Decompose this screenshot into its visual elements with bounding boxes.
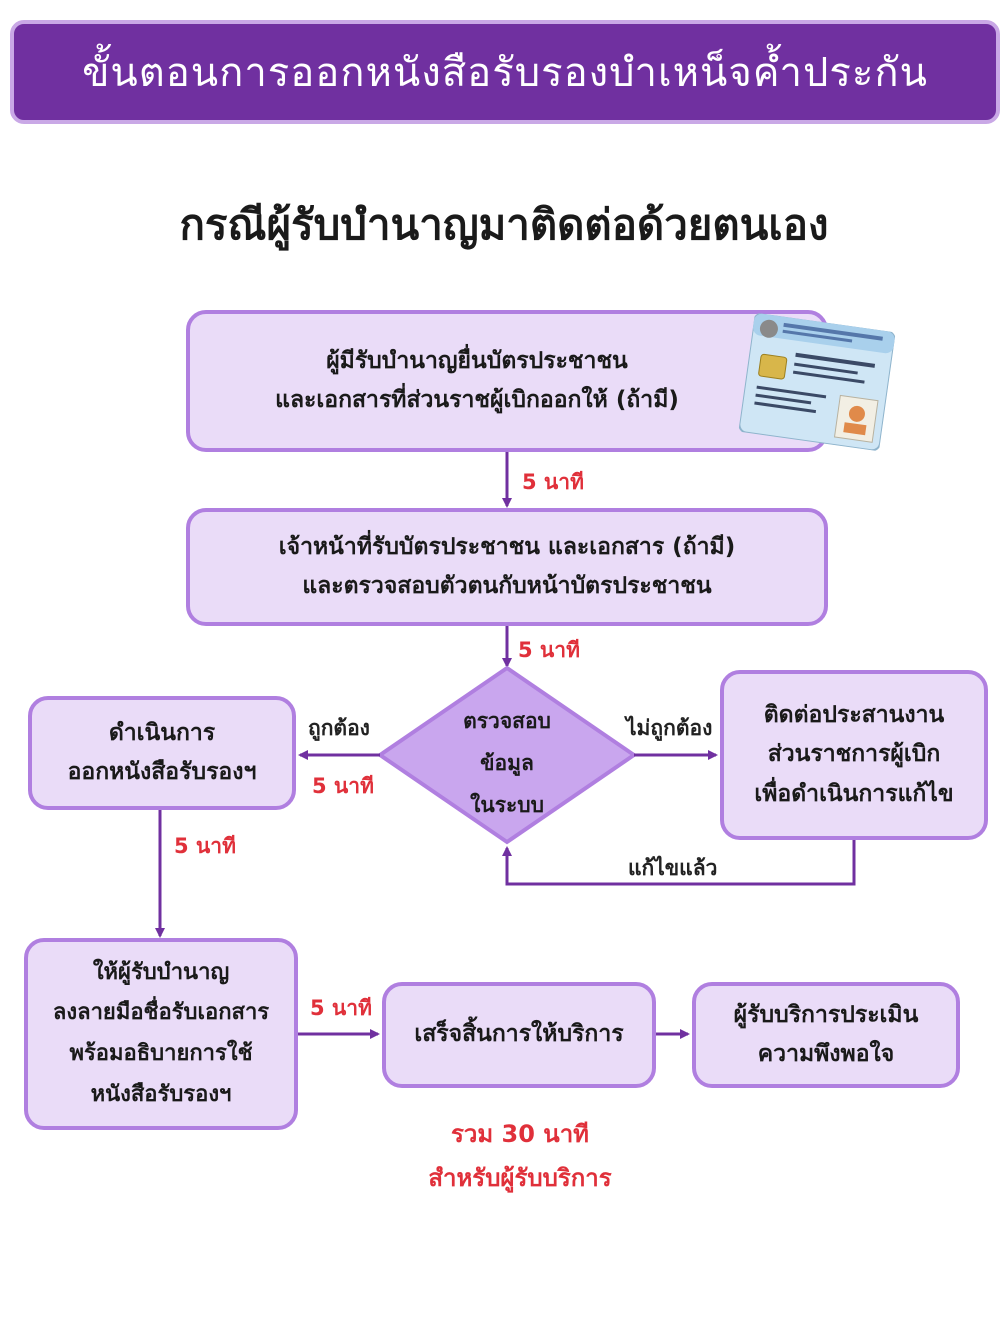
step-line: ผู้รับบริการประเมิน <box>733 1001 919 1028</box>
decision-line: ตรวจสอบ <box>463 709 551 733</box>
decision-diamond <box>376 665 638 845</box>
page-subtitle: กรณีผู้รับบำนาญมาติดต่อด้วยตนเอง <box>179 200 829 249</box>
step-service-complete: เสร็จสิ้นการให้บริการ <box>382 982 656 1088</box>
time-label: 5 นาที <box>522 470 584 494</box>
time-label: 5 นาที <box>518 638 580 662</box>
step-submit-id-card: ผู้มีรับบำนาญยื่นบัตรประชาชน และเอกสารที… <box>186 310 828 452</box>
time-label: 5 นาที <box>312 774 374 798</box>
decision-line: ในระบบ <box>470 793 544 817</box>
step-line: และเอกสารที่ส่วนราชผู้เบิกออกให้ (ถ้ามี) <box>275 387 679 413</box>
step-line: ดำเนินการ <box>108 719 216 746</box>
id-card-icon <box>738 312 896 452</box>
decision-check-data: ตรวจสอบ ข้อมูล ในระบบ <box>400 700 614 826</box>
decision-line: ข้อมูล <box>480 751 534 775</box>
time-label: 5 นาที <box>174 834 236 858</box>
arrow-contact-back <box>502 840 856 886</box>
step-issue-certificate: ดำเนินการ ออกหนังสือรับรองฯ <box>28 696 296 810</box>
step-line: ออกหนังสือรับรองฯ <box>67 759 257 785</box>
total-line: สำหรับผู้รับบริการ <box>428 1164 612 1192</box>
step-line: หนังสือรับรองฯ <box>90 1081 232 1107</box>
step-line: ความพึงพอใจ <box>757 1041 895 1067</box>
step-line: ผู้มีรับบำนาญยื่นบัตรประชาชน <box>326 347 628 374</box>
step-line: เจ้าหน้าที่รับบัตรประชาชน และเอกสาร (ถ้า… <box>278 533 736 560</box>
step-line: ติดต่อประสานงาน <box>763 702 945 729</box>
fixed-label: แก้ไขแล้ว <box>628 856 718 880</box>
step-contact-agency: ติดต่อประสานงาน ส่วนราชการผู้เบิก เพื่อด… <box>720 670 988 840</box>
step-line: ส่วนราชการผู้เบิก <box>767 741 941 768</box>
correct-label: ถูกต้อง <box>308 716 370 740</box>
step-verify-identity: เจ้าหน้าที่รับบัตรประชาชน และเอกสาร (ถ้า… <box>186 508 828 626</box>
total-time: รวม 30 นาที สำหรับผู้รับบริการ <box>330 1112 710 1200</box>
step-line: พร้อมอธิบายการใช้ <box>69 1041 253 1066</box>
incorrect-label: ไม่ถูกต้อง <box>626 716 713 740</box>
step-sign-documents: ให้ผู้รับบำนาญ ลงลายมือชื่อรับเอกสาร พร้… <box>24 938 298 1130</box>
step-line: ให้ผู้รับบำนาญ <box>92 959 230 985</box>
step-line: เสร็จสิ้นการให้บริการ <box>414 1021 624 1048</box>
step-line: ลงลายมือชื่อรับเอกสาร <box>52 1000 270 1026</box>
header-banner: ขั้นตอนการออกหนังสือรับรองบำเหน็จค้ำประก… <box>10 20 1000 124</box>
step-line: และตรวจสอบตัวตนกับหน้าบัตรประชาชน <box>302 573 712 599</box>
page-title: ขั้นตอนการออกหนังสือรับรองบำเหน็จค้ำประก… <box>82 50 928 96</box>
step-satisfaction-survey: ผู้รับบริการประเมิน ความพึงพอใจ <box>692 982 960 1088</box>
time-label: 5 นาที <box>310 996 372 1020</box>
step-line: เพื่อดำเนินการแก้ไข <box>754 780 954 807</box>
total-line: รวม 30 นาที <box>451 1120 589 1148</box>
